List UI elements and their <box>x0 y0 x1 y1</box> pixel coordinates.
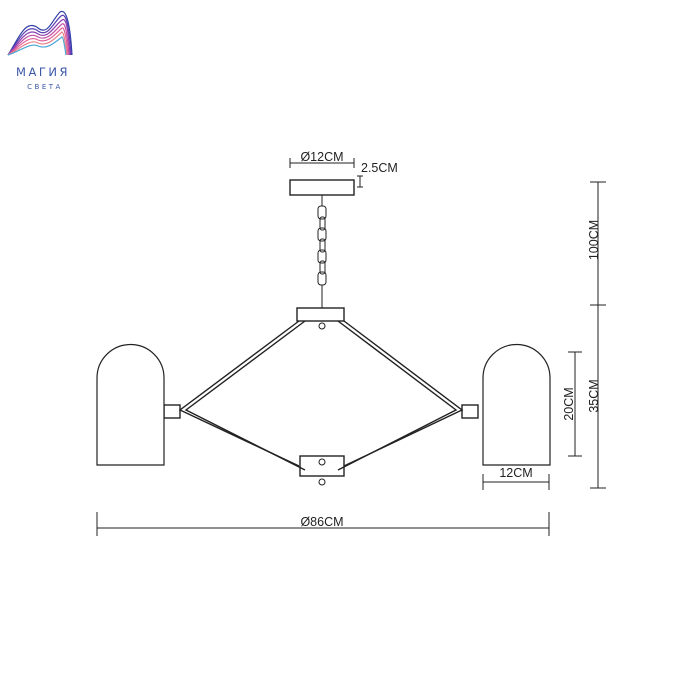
overall-diameter-dimension <box>96 512 550 536</box>
canopy-height-label: 2.5CM <box>361 161 398 175</box>
canopy-diameter-dimension <box>289 158 355 168</box>
logo-wave-icon <box>7 10 73 56</box>
ceiling-canopy <box>289 179 355 196</box>
top-hub <box>296 307 345 330</box>
right-shade <box>482 343 551 466</box>
right-lamp <box>461 343 551 466</box>
shade-width-dimension <box>482 474 550 490</box>
canopy-diameter-label: Ø12CM <box>300 150 343 164</box>
chain-length-label: 100CM <box>587 220 601 260</box>
brand-tagline: СВЕТА <box>27 83 63 91</box>
suspension-chain <box>317 195 327 308</box>
shade-height-label: 20CM <box>562 387 576 420</box>
left-lamp <box>96 343 181 466</box>
diamond-frame <box>178 320 464 471</box>
shade-width-label: 12CM <box>499 466 532 480</box>
brand-name: МАГИЯ <box>16 65 70 79</box>
brand-logo: МАГИЯ СВЕТА <box>7 10 73 91</box>
bottom-hub <box>299 455 345 486</box>
shade-height-dimension <box>568 351 582 457</box>
left-shade <box>96 343 165 466</box>
overall-diameter-label: Ø86CM <box>300 515 343 529</box>
body-height-dimension <box>590 305 606 489</box>
body-height-label: 35CM <box>587 379 601 412</box>
canopy-height-dimension <box>357 175 363 188</box>
